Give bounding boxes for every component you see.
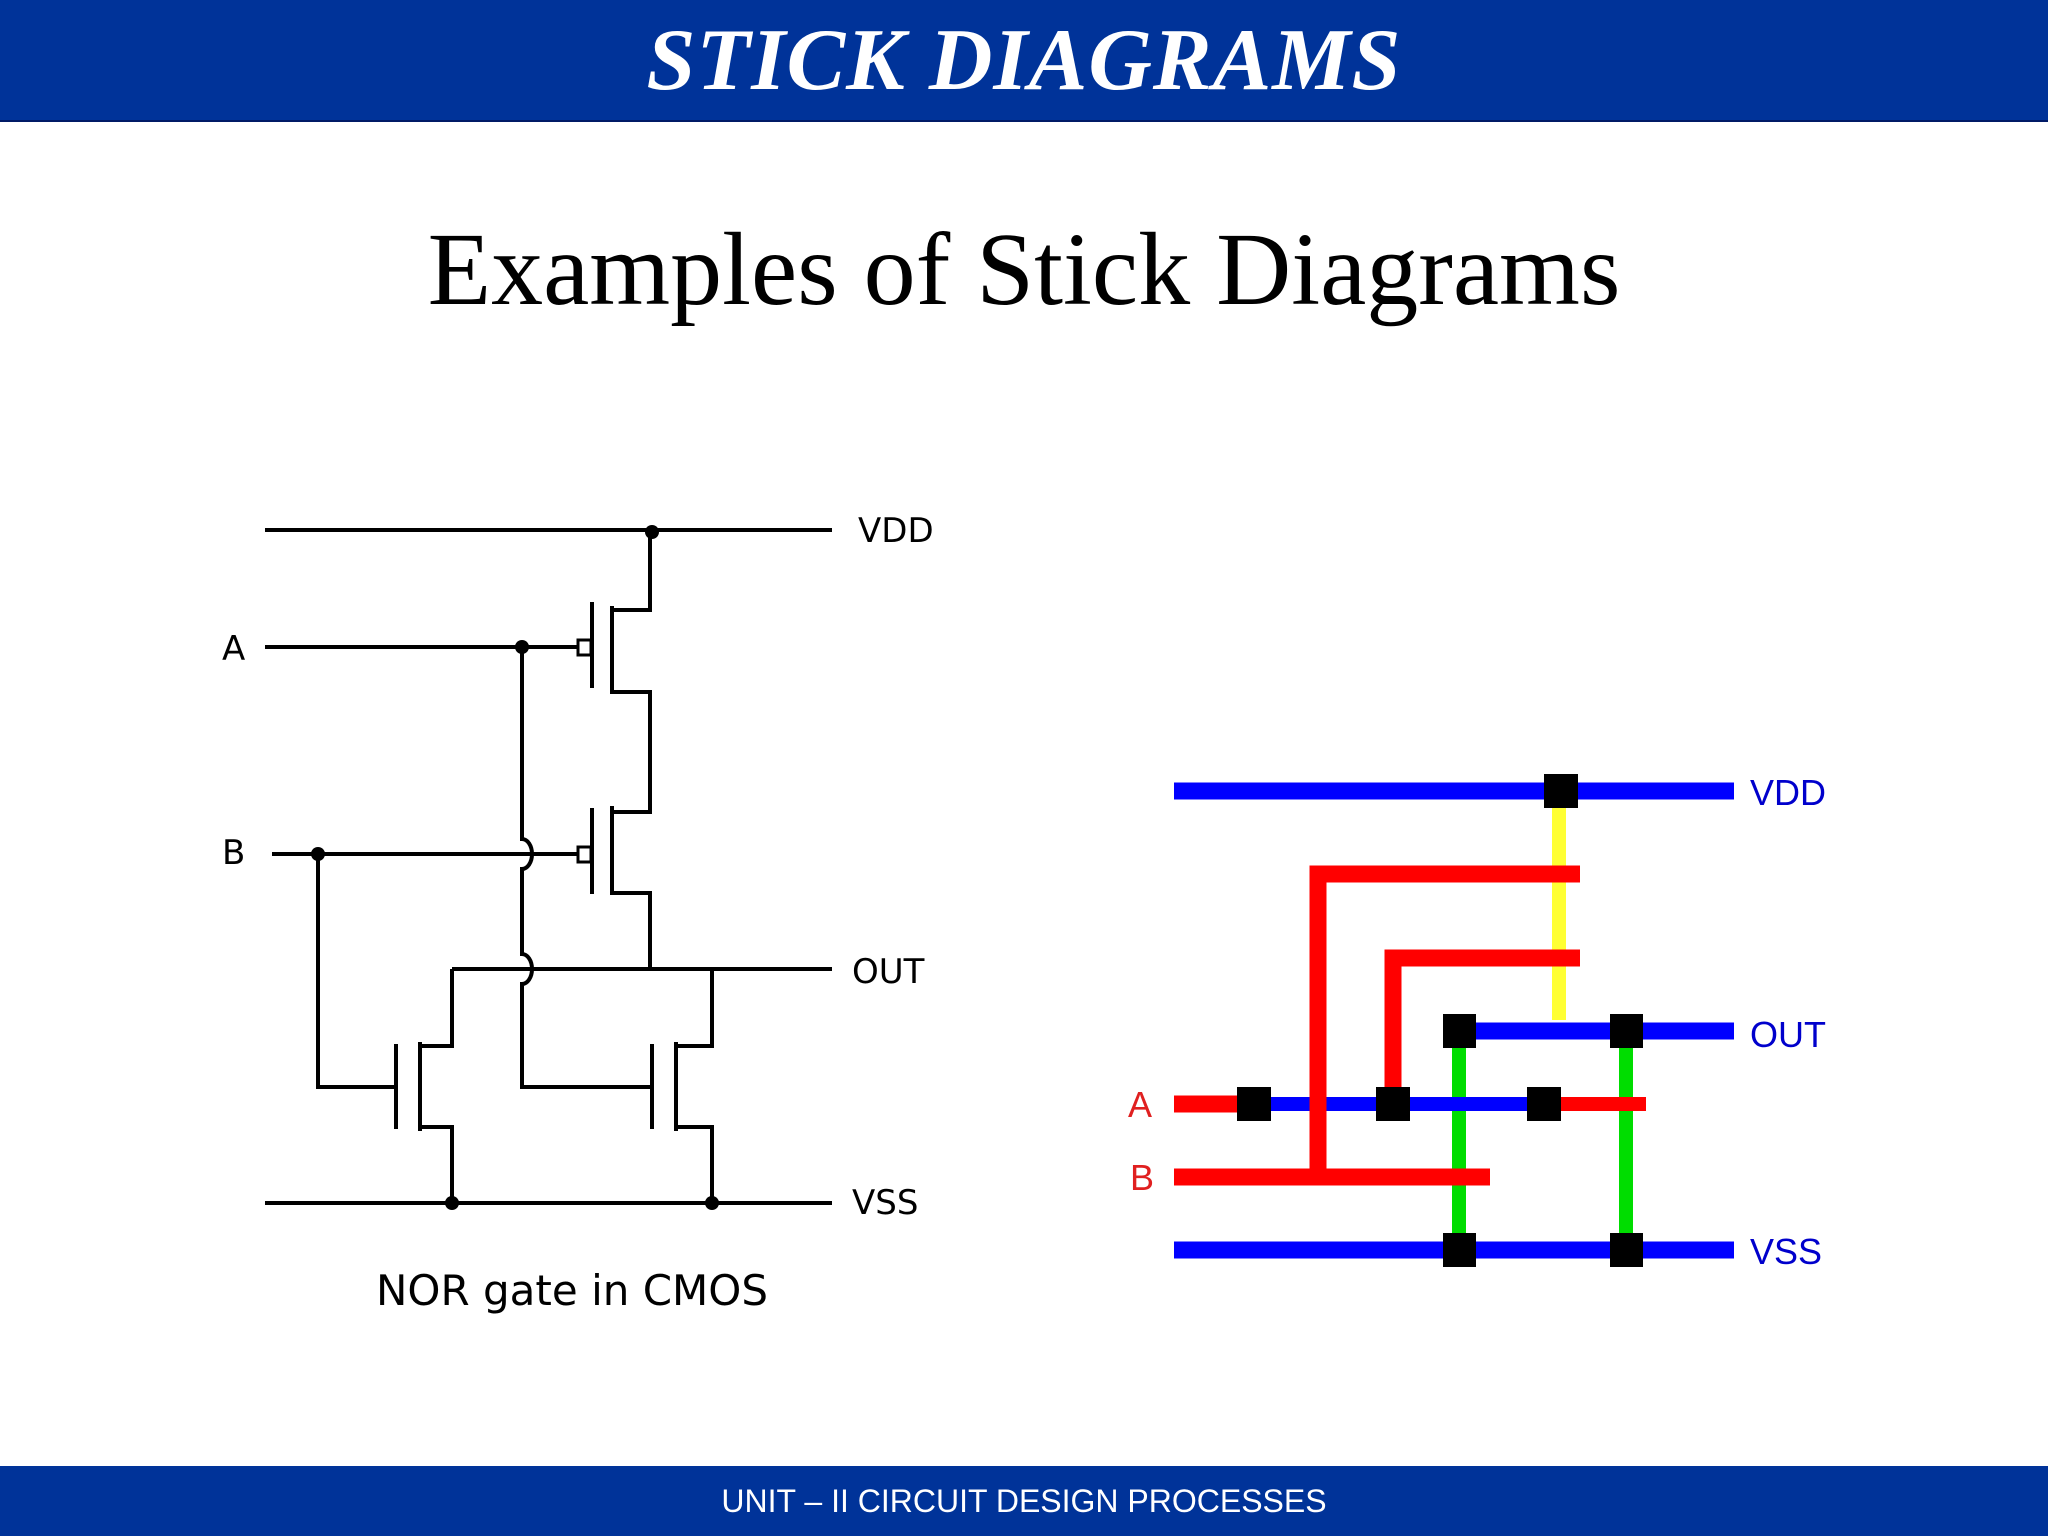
- stick-out-label: OUT: [1750, 1014, 1826, 1055]
- junction-dot: [705, 1196, 719, 1210]
- a-vertical-wire: [520, 647, 652, 1089]
- stick-b-label: B: [1130, 1157, 1154, 1198]
- pmos-stack-drain: [610, 530, 652, 969]
- contact-square: [1544, 774, 1578, 808]
- schematic-a-label: A: [222, 629, 245, 669]
- nmos-a-drain: [418, 969, 454, 1203]
- b-poly-line: [1174, 865, 1580, 1186]
- junction-dot: [311, 847, 325, 861]
- a-poly-line: [1384, 949, 1580, 1104]
- contact-square: [1610, 1014, 1643, 1048]
- b-vertical-wire: [316, 854, 396, 1089]
- schematic-caption: NOR gate in CMOS: [376, 1266, 768, 1315]
- schematic-junctions: [311, 525, 719, 1210]
- stick-vss-label: VSS: [1750, 1231, 1822, 1272]
- pmos-b-bubble: [576, 845, 593, 864]
- contact-square: [1376, 1087, 1410, 1121]
- footer-text: UNIT – II CIRCUIT DESIGN PROCESSES: [721, 1482, 1327, 1519]
- junction-dot: [645, 525, 659, 539]
- schematic-out-label: OUT: [852, 952, 925, 992]
- contact-square: [1443, 1233, 1476, 1267]
- header-bar: STICK DIAGRAMS: [0, 0, 2048, 122]
- stick-contacts: [1237, 774, 1643, 1267]
- contact-square: [1610, 1233, 1643, 1267]
- nmos-b-drain: [674, 969, 714, 1203]
- schematic-vss-label: VSS: [852, 1183, 918, 1223]
- nor-schematic: [265, 528, 832, 1205]
- junction-dot: [445, 1196, 459, 1210]
- header-title: STICK DIAGRAMS: [646, 11, 1402, 109]
- contact-square: [1443, 1014, 1476, 1048]
- slide-title: Examples of Stick Diagrams: [427, 212, 1621, 327]
- footer-bar: UNIT – II CIRCUIT DESIGN PROCESSES: [0, 1466, 2048, 1536]
- junction-dot: [515, 640, 529, 654]
- schematic-vdd-label: VDD: [858, 511, 934, 551]
- schematic-b-label: B: [222, 833, 245, 873]
- contact-square: [1237, 1087, 1271, 1121]
- stick-a-label: A: [1128, 1084, 1152, 1125]
- contact-square: [1527, 1087, 1561, 1121]
- pmos-a-bubble: [576, 638, 593, 657]
- stick-vdd-label: VDD: [1750, 772, 1826, 813]
